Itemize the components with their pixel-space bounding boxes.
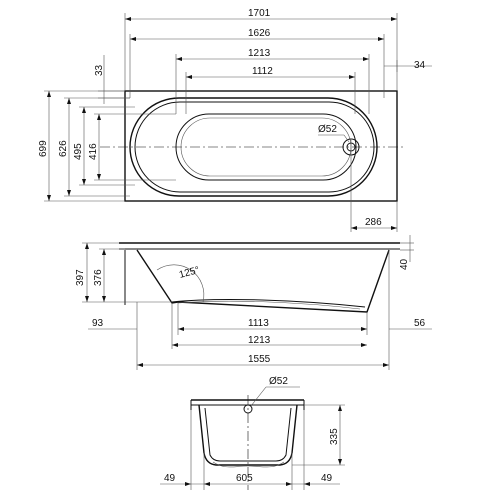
dim-top-1112: 1112 [252,66,273,77]
dim-end-49-right: 49 [321,473,333,484]
dim-side-397: 397 [75,269,86,286]
dim-side-1555: 1555 [248,354,271,365]
dim-top-33: 33 [94,64,105,76]
dim-end-49-left: 49 [164,473,176,484]
top-view: 1701 1626 1213 1112 33 34 699 [38,8,432,232]
end-body-outline [198,404,298,466]
dim-top-495: 495 [73,143,84,160]
dim-top-626: 626 [58,140,69,157]
dim-side-1113: 1113 [248,318,269,329]
side-body-outline [136,249,390,313]
dim-side-40: 40 [399,258,410,270]
dim-side-angle: 125° [178,265,201,281]
dim-side-56: 56 [414,318,426,329]
end-view: Ø52 335 49 605 49 [160,376,345,490]
dim-top-699: 699 [38,140,49,157]
arrowheads [47,17,397,486]
dim-end-605: 605 [236,473,253,484]
dim-top-drain: Ø52 [318,124,337,135]
dim-top-1213: 1213 [248,48,271,59]
end-drain [243,404,253,414]
tub-outer-outline [124,90,398,202]
end-body-inner [204,407,292,462]
side-basin-line [171,299,366,308]
dim-top-1626: 1626 [248,28,271,39]
angle-arc [156,264,205,303]
dim-side-93: 93 [92,318,104,329]
dim-side-1213: 1213 [248,335,271,346]
dim-top-34: 34 [414,60,426,71]
dim-top-416: 416 [88,143,99,160]
dim-top-286: 286 [365,217,382,228]
end-foot [212,461,285,468]
dim-end-drain: Ø52 [269,376,288,387]
side-view: 125° 397 376 40 93 56 1113 1213 [75,235,432,370]
dim-end-335: 335 [329,428,340,445]
side-basin-line2 [177,300,361,310]
dim-side-376: 376 [93,269,104,286]
dim-top-1701: 1701 [248,8,271,19]
